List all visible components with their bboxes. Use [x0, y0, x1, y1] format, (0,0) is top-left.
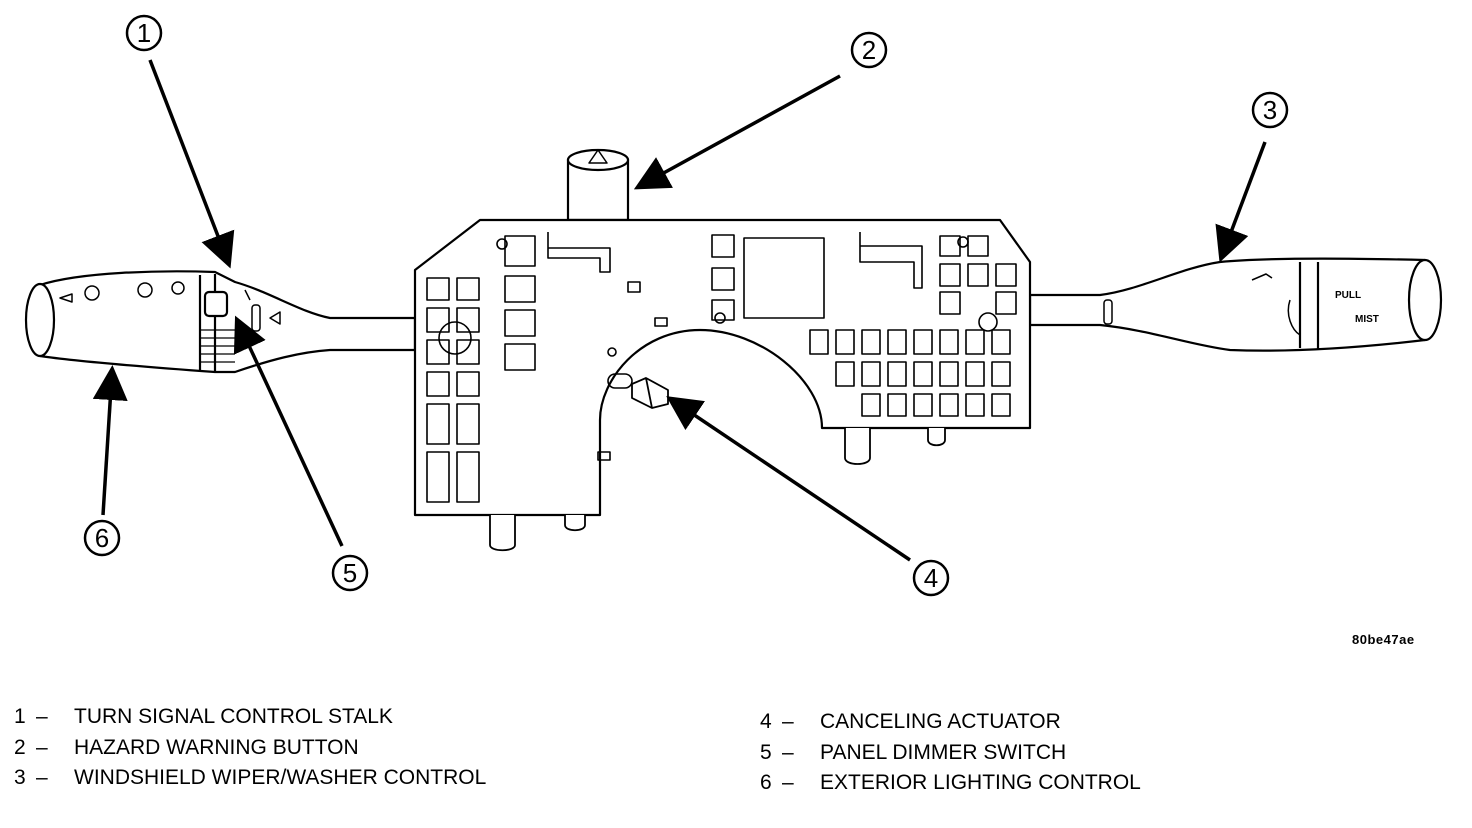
callout-4: 4	[912, 559, 950, 597]
callout-2: 2	[850, 31, 888, 69]
legend-item: 2–HAZARD WARNING BUTTON	[14, 735, 359, 759]
svg-text:3: 3	[1263, 95, 1277, 125]
legend-right: 4–CANCELING ACTUATOR 5–PANEL DIMMER SWIT…	[760, 707, 1141, 799]
svg-text:1: 1	[137, 18, 151, 48]
mist-label: MIST	[1355, 314, 1379, 325]
callout-3: 3	[1251, 91, 1289, 129]
legend-item: 5–PANEL DIMMER SWITCH	[760, 740, 1067, 764]
canceling-actuator	[631, 377, 669, 409]
panel-dimmer-knurl	[200, 329, 235, 363]
leader-arrow-2	[633, 74, 841, 190]
svg-text:6: 6	[95, 523, 109, 553]
turn-signal-control-stalk	[24, 270, 417, 374]
multifunction-switch-diagram: PULL MIST 1 2 3 4 5 6	[24, 14, 1443, 597]
callout-5: 5	[331, 554, 369, 592]
leader-arrow-5	[233, 315, 344, 547]
leader-arrow-4	[666, 396, 911, 562]
figure-id: 80be47ae	[1352, 632, 1415, 647]
legend-item: 6–EXTERIOR LIGHTING CONTROL	[760, 771, 1141, 794]
leader-arrow-3	[1215, 141, 1267, 263]
svg-text:2: 2	[862, 35, 876, 65]
leader-arrow-6	[92, 365, 128, 516]
pull-label: PULL	[1335, 290, 1361, 301]
leader-arrow-1	[148, 59, 235, 269]
legend-left: 1–TURN SIGNAL CONTROL STALK 2–HAZARD WAR…	[14, 702, 486, 794]
hazard-warning-button	[566, 148, 630, 222]
switch-housing	[413, 218, 1032, 552]
svg-text:4: 4	[924, 563, 938, 593]
panel-dimmer-switch	[203, 290, 229, 318]
legend-item: 4–CANCELING ACTUATOR	[760, 710, 1061, 733]
wiper-washer-stalk	[1028, 257, 1443, 352]
svg-text:5: 5	[343, 558, 357, 588]
legend-item: 1–TURN SIGNAL CONTROL STALK	[14, 705, 393, 728]
callout-6: 6	[83, 519, 121, 557]
legend-item: 3–WINDSHIELD WIPER/WASHER CONTROL	[14, 766, 487, 789]
callout-1: 1	[125, 14, 163, 52]
